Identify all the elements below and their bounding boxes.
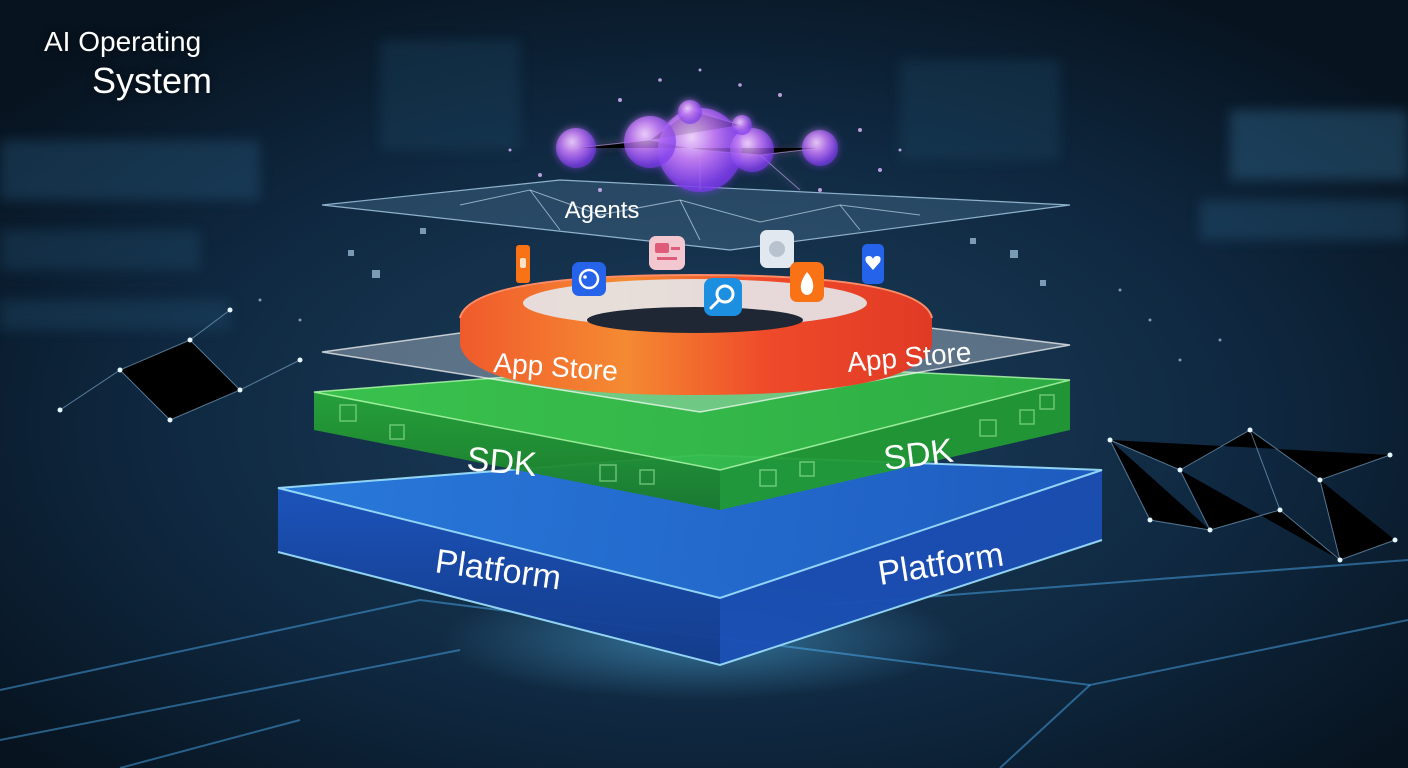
page-title-line-2: System xyxy=(92,60,213,101)
neural-particles xyxy=(508,68,902,192)
agents-plane xyxy=(321,179,1071,251)
chat-app-icon xyxy=(649,236,685,270)
platform-layer xyxy=(277,453,1103,667)
agents-label: Agents xyxy=(565,197,640,224)
page-title-line-1: AI Operating xyxy=(44,26,202,57)
sdk-label-left: SDK xyxy=(465,440,538,484)
neural-network-cloud xyxy=(556,100,838,192)
gray-app-icon xyxy=(760,230,794,268)
elephant-app-icon xyxy=(572,262,606,296)
background-panels xyxy=(0,40,1408,330)
orange-app-icon xyxy=(516,245,530,283)
sdk-layer xyxy=(313,361,1071,510)
sdk-label-right: SDK xyxy=(881,432,955,478)
app-store-ring xyxy=(459,273,933,395)
heart-app-icon xyxy=(862,244,884,284)
floating-particles xyxy=(258,228,1222,362)
network-nodes xyxy=(57,307,1398,563)
search-app-icon xyxy=(704,278,742,316)
flame-app-icon xyxy=(790,262,824,302)
